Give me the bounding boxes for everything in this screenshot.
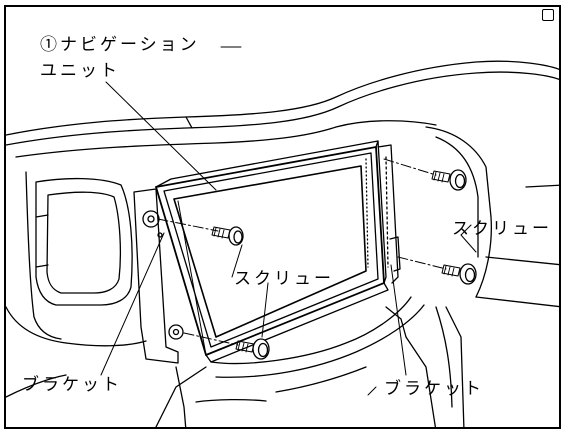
screw-right-bottom <box>441 263 477 285</box>
bracket-left-shape <box>133 188 184 364</box>
corner-marker <box>542 9 554 21</box>
dashboard-installation-diagram <box>6 46 559 427</box>
label-navigation-unit-line2: ユニット <box>40 61 120 81</box>
lower-console <box>175 296 453 427</box>
leader-lines <box>100 46 477 396</box>
label-navigation-unit-line1: ①ナビゲーション <box>40 35 200 55</box>
label-screw-right: スクリュー <box>452 219 552 239</box>
label-screw-center: スクリュー <box>234 269 334 289</box>
screw-center-bottom <box>235 338 270 360</box>
figure-frame: ①ナビゲーション ユニット スクリュー スクリュー ブラケット ブラケット <box>4 5 561 429</box>
left-air-vent <box>25 171 133 340</box>
leader-bracket-right <box>390 264 407 376</box>
label-bracket-right: ブラケット <box>384 379 484 399</box>
bracket-right-tick <box>367 386 377 396</box>
leader-bracket-left <box>100 232 165 376</box>
navigation-unit-shape <box>155 140 389 363</box>
bracket-right-shape <box>365 144 401 284</box>
screw-center-top <box>211 226 244 246</box>
leader-nav-unit <box>105 81 217 191</box>
alignment-lines <box>157 158 447 346</box>
label-bracket-left: ブラケット <box>22 375 122 395</box>
leader-screw-center-1 <box>231 244 243 278</box>
leader-screw-right-2 <box>460 234 477 253</box>
leader-screw-right-1 <box>460 224 472 236</box>
dashboard-outline <box>6 60 559 427</box>
screw-right-top <box>431 169 467 191</box>
leader-screw-center-2 <box>261 282 269 338</box>
